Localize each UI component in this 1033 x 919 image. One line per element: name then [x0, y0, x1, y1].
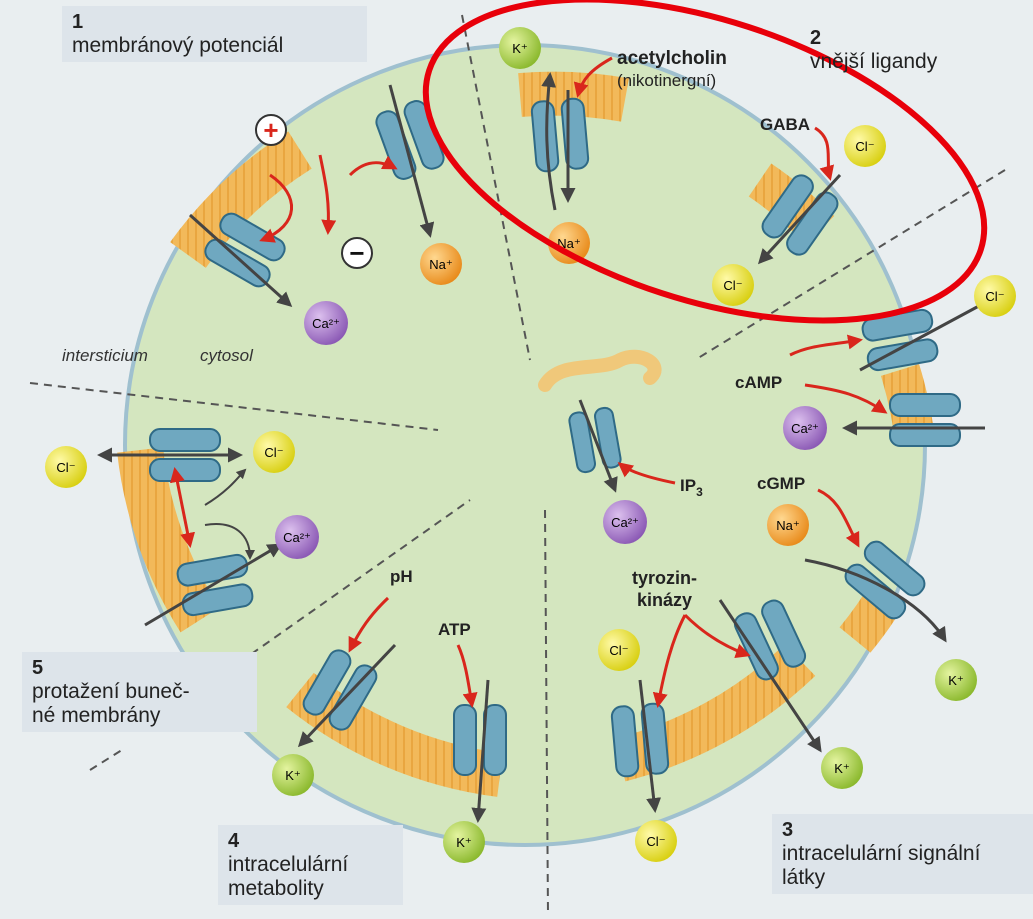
section-1-title: membránový potenciál — [72, 34, 283, 57]
section-3-label: 3 intracelulární signální látky — [772, 814, 1033, 894]
svg-text:K⁺: K⁺ — [285, 768, 301, 783]
cl-ion-1: Cl⁻ — [844, 125, 886, 167]
nikotinergni-label: (nikotinergní) — [617, 71, 716, 90]
cl-ion-7: Cl⁻ — [635, 820, 677, 862]
section-3-title-line2: látky — [782, 866, 1027, 890]
minus-charge-icon: − — [342, 238, 372, 268]
camp-label: cAMP — [735, 373, 782, 392]
svg-text:Cl⁻: Cl⁻ — [264, 445, 283, 460]
cgmp-label: cGMP — [757, 474, 805, 493]
section-1-label: 1 membránový potenciál — [62, 6, 367, 62]
tyrozin-label-line2: kinázy — [637, 590, 692, 610]
na-ion-3: Na⁺ — [767, 504, 809, 546]
svg-text:Ca²⁺: Ca²⁺ — [791, 421, 819, 436]
section-4-title-line1: intracelulární — [228, 853, 393, 877]
na-ion-2: Na⁺ — [420, 243, 462, 285]
section-4-label: 4 intracelulární metabolity — [218, 825, 403, 905]
gaba-label: GABA — [760, 115, 810, 134]
section-2-label: 2 vnější ligandy — [800, 22, 1005, 78]
plus-charge-icon: + — [256, 115, 286, 145]
svg-text:K⁺: K⁺ — [456, 835, 472, 850]
ca-ion-4: Ca²⁺ — [275, 515, 319, 559]
cl-ion-5: Cl⁻ — [45, 446, 87, 488]
atp-label: ATP — [438, 620, 471, 639]
section-5-title-line1: protažení buneč- — [32, 680, 247, 704]
acetylcholin-label: acetylcholin — [617, 48, 727, 69]
cl-ion-2: Cl⁻ — [712, 264, 754, 306]
svg-text:Cl⁻: Cl⁻ — [855, 139, 874, 154]
cl-ion-4: Cl⁻ — [253, 431, 295, 473]
k-ion-5: K⁺ — [272, 754, 314, 796]
svg-text:Cl⁻: Cl⁻ — [985, 289, 1004, 304]
section-3-title-line1: intracelulární signální — [782, 842, 1027, 866]
section-1-number: 1 — [72, 10, 357, 34]
section-2-number: 2 — [810, 26, 995, 50]
section-2-title: vnější ligandy — [810, 50, 937, 73]
cytosol-label: cytosol — [200, 346, 254, 365]
ca-ion-3: Ca²⁺ — [603, 500, 647, 544]
svg-text:Na⁺: Na⁺ — [776, 518, 799, 533]
cl-ion-3: Cl⁻ — [974, 275, 1016, 317]
section-4-title-line2: metabolity — [228, 877, 393, 901]
section-5-title-line2: né membrány — [32, 704, 247, 728]
section-5-label: 5 protažení buneč- né membrány — [22, 652, 257, 732]
section-5-number: 5 — [32, 656, 247, 680]
svg-text:Cl⁻: Cl⁻ — [609, 643, 628, 658]
tyrozin-label-line1: tyrozin- — [632, 568, 697, 588]
k-ion-4: K⁺ — [443, 821, 485, 863]
ca-ion-1: Ca²⁺ — [304, 301, 348, 345]
k-ion-1: K⁺ — [499, 27, 541, 69]
plus-charge-label: + — [263, 115, 278, 145]
svg-text:Cl⁻: Cl⁻ — [723, 278, 742, 293]
svg-text:Cl⁻: Cl⁻ — [56, 460, 75, 475]
svg-text:K⁺: K⁺ — [512, 41, 528, 56]
svg-text:Cl⁻: Cl⁻ — [646, 834, 665, 849]
svg-text:K⁺: K⁺ — [948, 673, 964, 688]
k-ion-2: K⁺ — [935, 659, 977, 701]
ca-ion-2: Ca²⁺ — [783, 406, 827, 450]
svg-text:K⁺: K⁺ — [834, 761, 850, 776]
section-4-number: 4 — [228, 829, 393, 853]
k-ion-3: K⁺ — [821, 747, 863, 789]
svg-text:Ca²⁺: Ca²⁺ — [611, 515, 639, 530]
section-3-number: 3 — [782, 818, 1027, 842]
cl-ion-6: Cl⁻ — [598, 629, 640, 671]
ph-label: pH — [390, 567, 413, 586]
svg-text:Ca²⁺: Ca²⁺ — [283, 530, 311, 545]
svg-text:Na⁺: Na⁺ — [429, 257, 452, 272]
intersticium-label: intersticium — [62, 346, 148, 365]
svg-text:Ca²⁺: Ca²⁺ — [312, 316, 340, 331]
minus-charge-label: − — [349, 238, 364, 268]
